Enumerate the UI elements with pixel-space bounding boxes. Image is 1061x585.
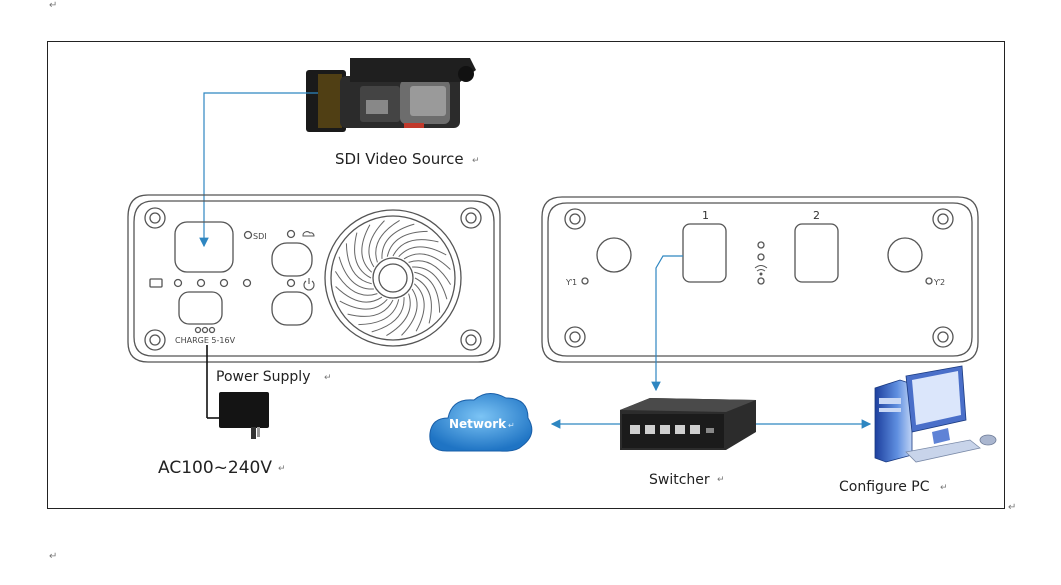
wifi-icon xyxy=(754,265,768,276)
charge-port-label: CHARGE 5-16V xyxy=(175,336,236,345)
fan-blade xyxy=(339,298,388,310)
ethernet-cable-line xyxy=(651,255,683,392)
encoder-back-panel xyxy=(541,196,979,363)
fan-blade xyxy=(335,286,383,303)
fan-blades xyxy=(334,219,452,337)
power-supply-label: Power Supply xyxy=(216,369,311,385)
fan-blade xyxy=(398,246,447,258)
fan-blade xyxy=(338,256,374,290)
fan-blade xyxy=(386,230,428,257)
sdi-port-label: SDI xyxy=(253,232,267,241)
paragraph-mark: ↵ xyxy=(717,475,725,485)
paragraph-mark: ↵ xyxy=(940,483,948,493)
camcorder-icon xyxy=(306,58,476,132)
network-label: Network xyxy=(449,417,507,431)
fan-blade xyxy=(371,297,405,333)
fan-blade xyxy=(414,271,441,313)
paragraph-mark: ↵ xyxy=(49,551,58,562)
switcher-label: Switcher xyxy=(649,472,710,488)
fan-blade xyxy=(334,271,378,296)
antenna-1-label: Ƴ1 xyxy=(565,278,577,287)
fan-blade xyxy=(408,260,452,285)
configure-pc-label: Configure PC xyxy=(839,479,930,495)
fan-blade xyxy=(401,288,418,336)
fan-blade xyxy=(361,224,373,273)
ac-input-label: AC100~240V xyxy=(158,458,272,478)
cloud-upload-icon xyxy=(302,231,315,237)
antenna-2-label: Ƴ2 xyxy=(933,278,945,287)
port-1-label: 1 xyxy=(702,209,709,222)
diagram-frame xyxy=(47,41,1005,509)
fan-blade xyxy=(413,283,425,332)
network-cloud-icon xyxy=(429,393,533,452)
power-adapter-icon xyxy=(219,392,269,439)
port-2-label: 2 xyxy=(813,209,820,222)
fan-blade xyxy=(386,293,411,337)
fan-blade xyxy=(412,266,448,300)
fan-blade xyxy=(381,223,415,259)
fan-blade xyxy=(347,299,394,317)
paragraph-mark: ↵ xyxy=(472,156,480,166)
paragraph-mark: ↵ xyxy=(278,464,286,474)
paragraph-mark: ↵ xyxy=(1008,502,1017,513)
fan-blade xyxy=(392,239,439,257)
fan-blade xyxy=(345,243,372,285)
sdi-cable-line xyxy=(199,92,318,248)
paragraph-mark: ↵ xyxy=(49,0,58,11)
sdi-video-source-label: SDI Video Source xyxy=(335,150,464,168)
paragraph-mark: ↵ xyxy=(508,421,515,430)
fan-blade xyxy=(358,299,400,326)
fan-blade xyxy=(403,253,451,270)
fan-blade xyxy=(375,219,400,263)
fan-blade xyxy=(354,232,372,279)
fan-blade xyxy=(414,277,432,324)
network-switch-icon xyxy=(620,398,756,450)
desktop-pc-icon xyxy=(874,365,997,463)
paragraph-mark: ↵ xyxy=(324,373,332,383)
power-icon xyxy=(303,278,315,291)
fan-blade xyxy=(368,220,385,268)
encoder-front-panel xyxy=(127,194,501,363)
